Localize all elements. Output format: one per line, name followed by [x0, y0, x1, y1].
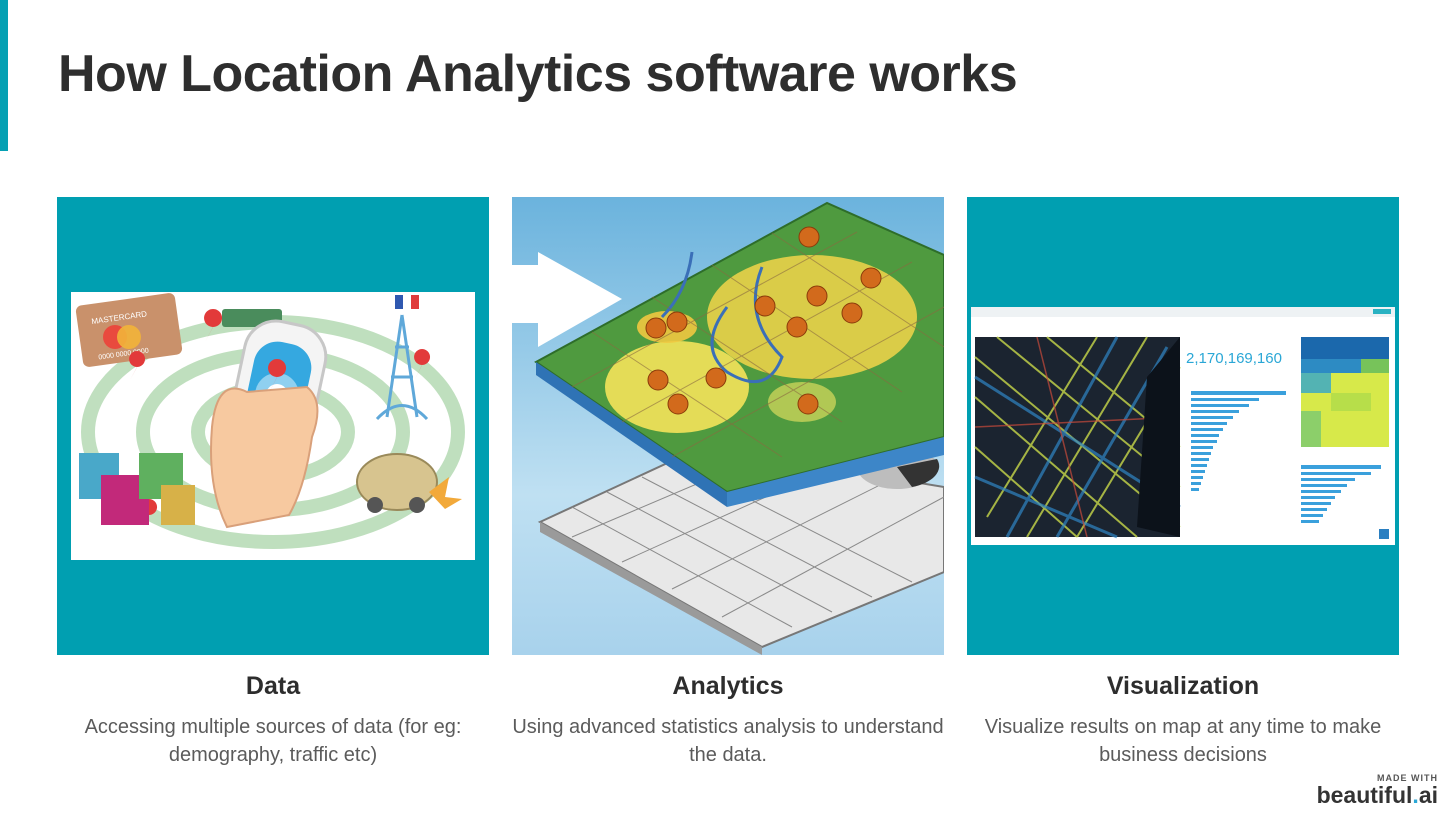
dashboard-illustration: 2,170,169,160 [971, 307, 1395, 545]
analytics-panel [512, 197, 944, 655]
car-icon [356, 453, 462, 513]
dashboard-bar-chart-2 [1301, 465, 1381, 523]
made-with-label: MADE WITH [1377, 773, 1438, 783]
location-pin-icon [129, 309, 431, 528]
spreadsheet-icon [537, 445, 944, 655]
arrow-right-icon [512, 252, 622, 347]
data-panel: MASTERCARD 0000 0000 0000 [57, 197, 489, 655]
visualization-panel: 2,170,169,160 [967, 197, 1399, 655]
flag-icon [395, 295, 419, 309]
accent-bar [0, 0, 8, 151]
map-icon [534, 201, 944, 507]
analytics-title: Analytics [672, 672, 784, 700]
data-illustration: MASTERCARD 0000 0000 0000 [71, 292, 475, 560]
brand-name: beautiful.ai [1316, 782, 1438, 808]
credit-card-icon: MASTERCARD 0000 0000 0000 [75, 293, 183, 367]
data-title: Data [245, 672, 301, 700]
slide-title: How Location Analytics software works [58, 45, 1018, 103]
dashboard-bar-chart [1191, 391, 1286, 491]
dashboard-map [974, 336, 1181, 539]
visualization-title: Visualization [1106, 672, 1260, 700]
analytics-illustration [512, 201, 944, 655]
eiffel-tower-icon [375, 314, 429, 421]
visualization-description: Visualize results on map at any time to … [984, 716, 1382, 766]
brand-logo[interactable]: MADE WITH beautiful.ai [1317, 773, 1438, 807]
data-description: Accessing multiple sources of data (for … [84, 716, 462, 766]
metric-value: 2,170,169,160 [1186, 350, 1282, 367]
shopping-bags-icon [79, 453, 195, 525]
data-point-icon [645, 226, 882, 415]
dashboard-heatmap [1301, 337, 1389, 447]
hand-icon [210, 385, 319, 529]
analytics-description: Using advanced statistics analysis to un… [512, 716, 944, 766]
